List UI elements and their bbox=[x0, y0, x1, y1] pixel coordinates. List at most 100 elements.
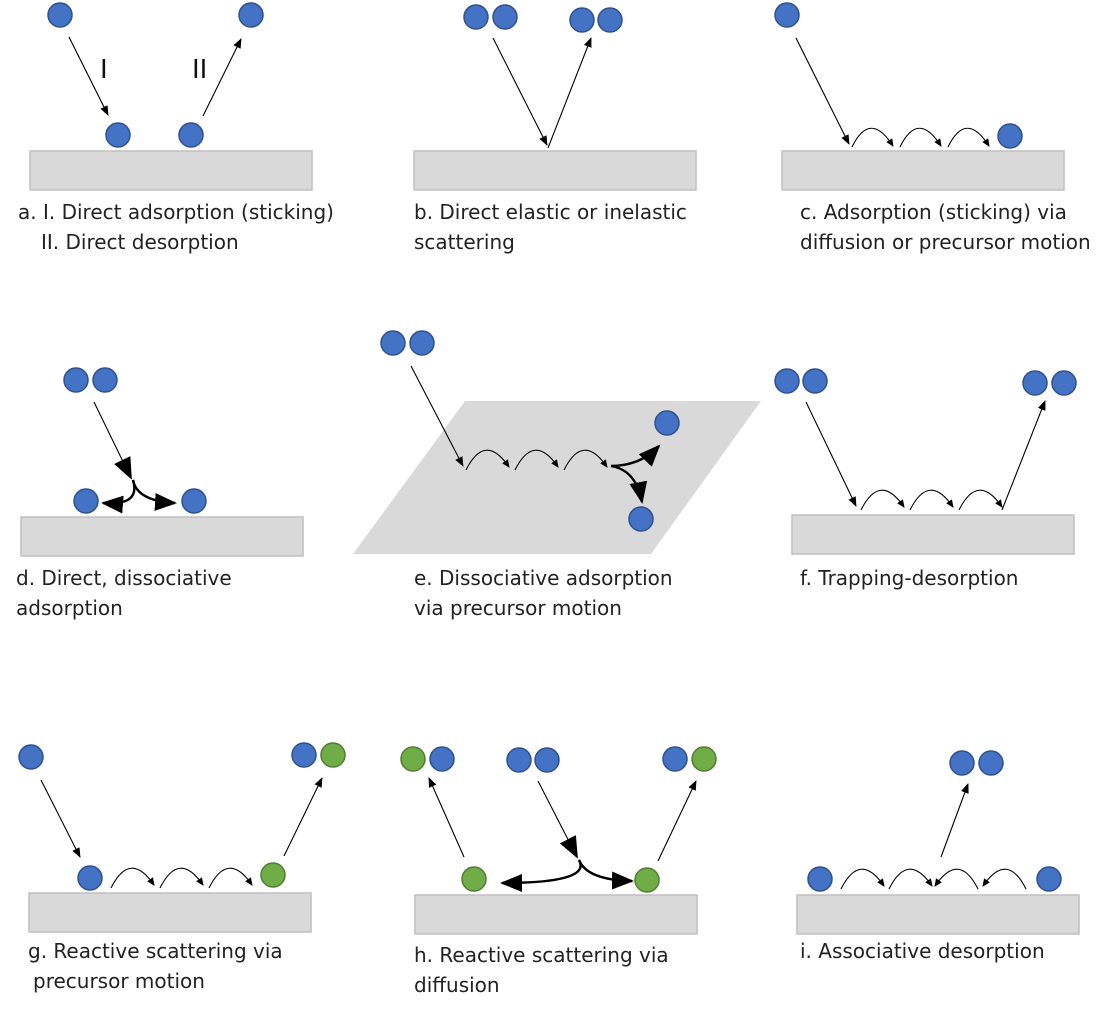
arrow-desorption bbox=[940, 783, 969, 858]
atom-adsorbed bbox=[807, 866, 833, 892]
hop-arrow bbox=[159, 867, 204, 889]
label-process-ii: II bbox=[192, 55, 207, 85]
molecule-incoming-atom bbox=[492, 4, 518, 30]
atom-incoming bbox=[47, 2, 73, 28]
caption-line2: precursor motion bbox=[33, 969, 205, 993]
atom-desorbing bbox=[178, 122, 204, 148]
hop-arrow bbox=[947, 127, 990, 148]
hop-arrow bbox=[840, 868, 885, 890]
arrow-desorption bbox=[202, 38, 242, 117]
surface-slab bbox=[29, 150, 313, 191]
arrow-product-leaving bbox=[283, 777, 323, 857]
surface-slab bbox=[20, 516, 304, 557]
panel-g: g. Reactive scattering via precursor mot… bbox=[18, 742, 346, 993]
arrow-adsorption bbox=[68, 36, 109, 116]
caption-line2: adsorption bbox=[16, 596, 123, 620]
caption-line1: g. Reactive scattering via bbox=[28, 939, 283, 963]
panel-e: e. Dissociative adsorption via precursor… bbox=[353, 330, 761, 620]
panel-f: f. Trapping-desorption bbox=[774, 368, 1077, 590]
caption-line1: f. Trapping-desorption bbox=[800, 566, 1018, 590]
hop-arrow bbox=[208, 867, 253, 889]
arrow-incident bbox=[93, 401, 132, 480]
molecule-incoming-atom bbox=[463, 4, 489, 30]
panel-c: c. Adsorption (sticking) via diffusion o… bbox=[774, 2, 1091, 254]
arrow-product-leaving bbox=[657, 780, 697, 862]
hop-arrow bbox=[899, 127, 942, 148]
hop-arrow bbox=[851, 127, 894, 148]
arrow-incident bbox=[410, 365, 464, 467]
arrow-incident bbox=[805, 401, 857, 507]
atom-dissociated bbox=[628, 506, 654, 532]
product-molecule-atom bbox=[291, 742, 317, 768]
molecule-desorbed-atom bbox=[978, 750, 1004, 776]
surface-slab bbox=[796, 894, 1080, 935]
caption-line1: e. Dissociative adsorption bbox=[414, 566, 673, 590]
molecule-incoming-atom bbox=[409, 330, 435, 356]
panel-b: b. Direct elastic or inelastic scatterin… bbox=[413, 4, 697, 254]
product-molecule-atom bbox=[320, 742, 346, 768]
arrow-dissociation-right bbox=[131, 479, 177, 511]
arrow-scattered bbox=[547, 37, 592, 149]
hop-arrow bbox=[110, 867, 155, 889]
hop-arrow bbox=[514, 449, 559, 471]
surface-plane-perspective bbox=[353, 401, 761, 554]
molecule-incoming-atom bbox=[774, 368, 800, 394]
molecule-desorbed-atom bbox=[1022, 370, 1048, 396]
caption-line1: a. I. Direct adsorption (sticking) bbox=[18, 200, 334, 224]
caption-line1: c. Adsorption (sticking) via bbox=[800, 200, 1067, 224]
molecule-incoming-atom bbox=[92, 367, 118, 393]
atom-surface-species bbox=[260, 862, 286, 888]
atom-dissociated bbox=[181, 488, 207, 514]
molecule-incoming-atom bbox=[506, 747, 532, 773]
product-molecule-atom bbox=[662, 746, 688, 772]
arrow-diffusion-right bbox=[577, 859, 634, 890]
arrow-incident bbox=[537, 780, 578, 859]
caption-line1: b. Direct elastic or inelastic bbox=[414, 200, 687, 224]
arrow-diffusion-left bbox=[500, 859, 582, 892]
atom-desorbed bbox=[238, 2, 264, 28]
caption-line2: II. Direct desorption bbox=[41, 230, 239, 254]
caption-line2: diffusion or precursor motion bbox=[800, 230, 1091, 254]
arrow-dissociation-down bbox=[610, 464, 648, 504]
panel-d: d. Direct, dissociative adsorption bbox=[16, 367, 304, 620]
atom-surface-species bbox=[461, 866, 487, 892]
arrow-dissociation-left bbox=[101, 479, 136, 514]
product-molecule-atom bbox=[400, 746, 426, 772]
caption-line1: d. Direct, dissociative bbox=[16, 566, 232, 590]
molecule-scattered-atom bbox=[597, 7, 623, 33]
hop-arrow bbox=[563, 449, 608, 471]
atom-adsorbed bbox=[997, 123, 1023, 149]
molecule-incoming-atom bbox=[380, 330, 406, 356]
atom-dissociated bbox=[654, 410, 680, 436]
panel-h: h. Reactive scattering via diffusion bbox=[400, 746, 717, 997]
caption-line2: scattering bbox=[414, 230, 515, 254]
product-molecule-atom bbox=[429, 746, 455, 772]
atom-incoming bbox=[18, 744, 44, 770]
hop-arrow bbox=[909, 489, 954, 511]
arrow-incident bbox=[40, 779, 81, 858]
atom-incoming bbox=[774, 2, 800, 28]
hop-arrow bbox=[888, 868, 933, 890]
surface-slab bbox=[791, 514, 1075, 555]
molecule-incoming-atom bbox=[534, 747, 560, 773]
caption-line2: diffusion bbox=[414, 973, 500, 997]
panel-i: i. Associative desorption bbox=[796, 750, 1080, 963]
caption-line2: via precursor motion bbox=[414, 596, 622, 620]
panel-a: I II a. I. Direct adsorption (sticking) … bbox=[18, 2, 334, 254]
label-process-i: I bbox=[100, 55, 108, 85]
surface-slab bbox=[28, 892, 312, 933]
surface-slab bbox=[414, 894, 698, 935]
molecule-desorbed-atom bbox=[1051, 370, 1077, 396]
caption-line1: i. Associative desorption bbox=[800, 939, 1045, 963]
hop-arrow bbox=[934, 868, 979, 890]
arrow-desorption bbox=[1001, 400, 1046, 511]
arrow-incident bbox=[492, 37, 548, 146]
molecule-incoming-atom bbox=[63, 367, 89, 393]
hop-arrow bbox=[860, 489, 905, 511]
molecule-desorbed-atom bbox=[949, 750, 975, 776]
atom-surface-species bbox=[634, 867, 660, 893]
caption-line1: h. Reactive scattering via bbox=[414, 943, 669, 967]
atom-adsorbed bbox=[77, 865, 103, 891]
arrow-incident bbox=[795, 37, 850, 145]
